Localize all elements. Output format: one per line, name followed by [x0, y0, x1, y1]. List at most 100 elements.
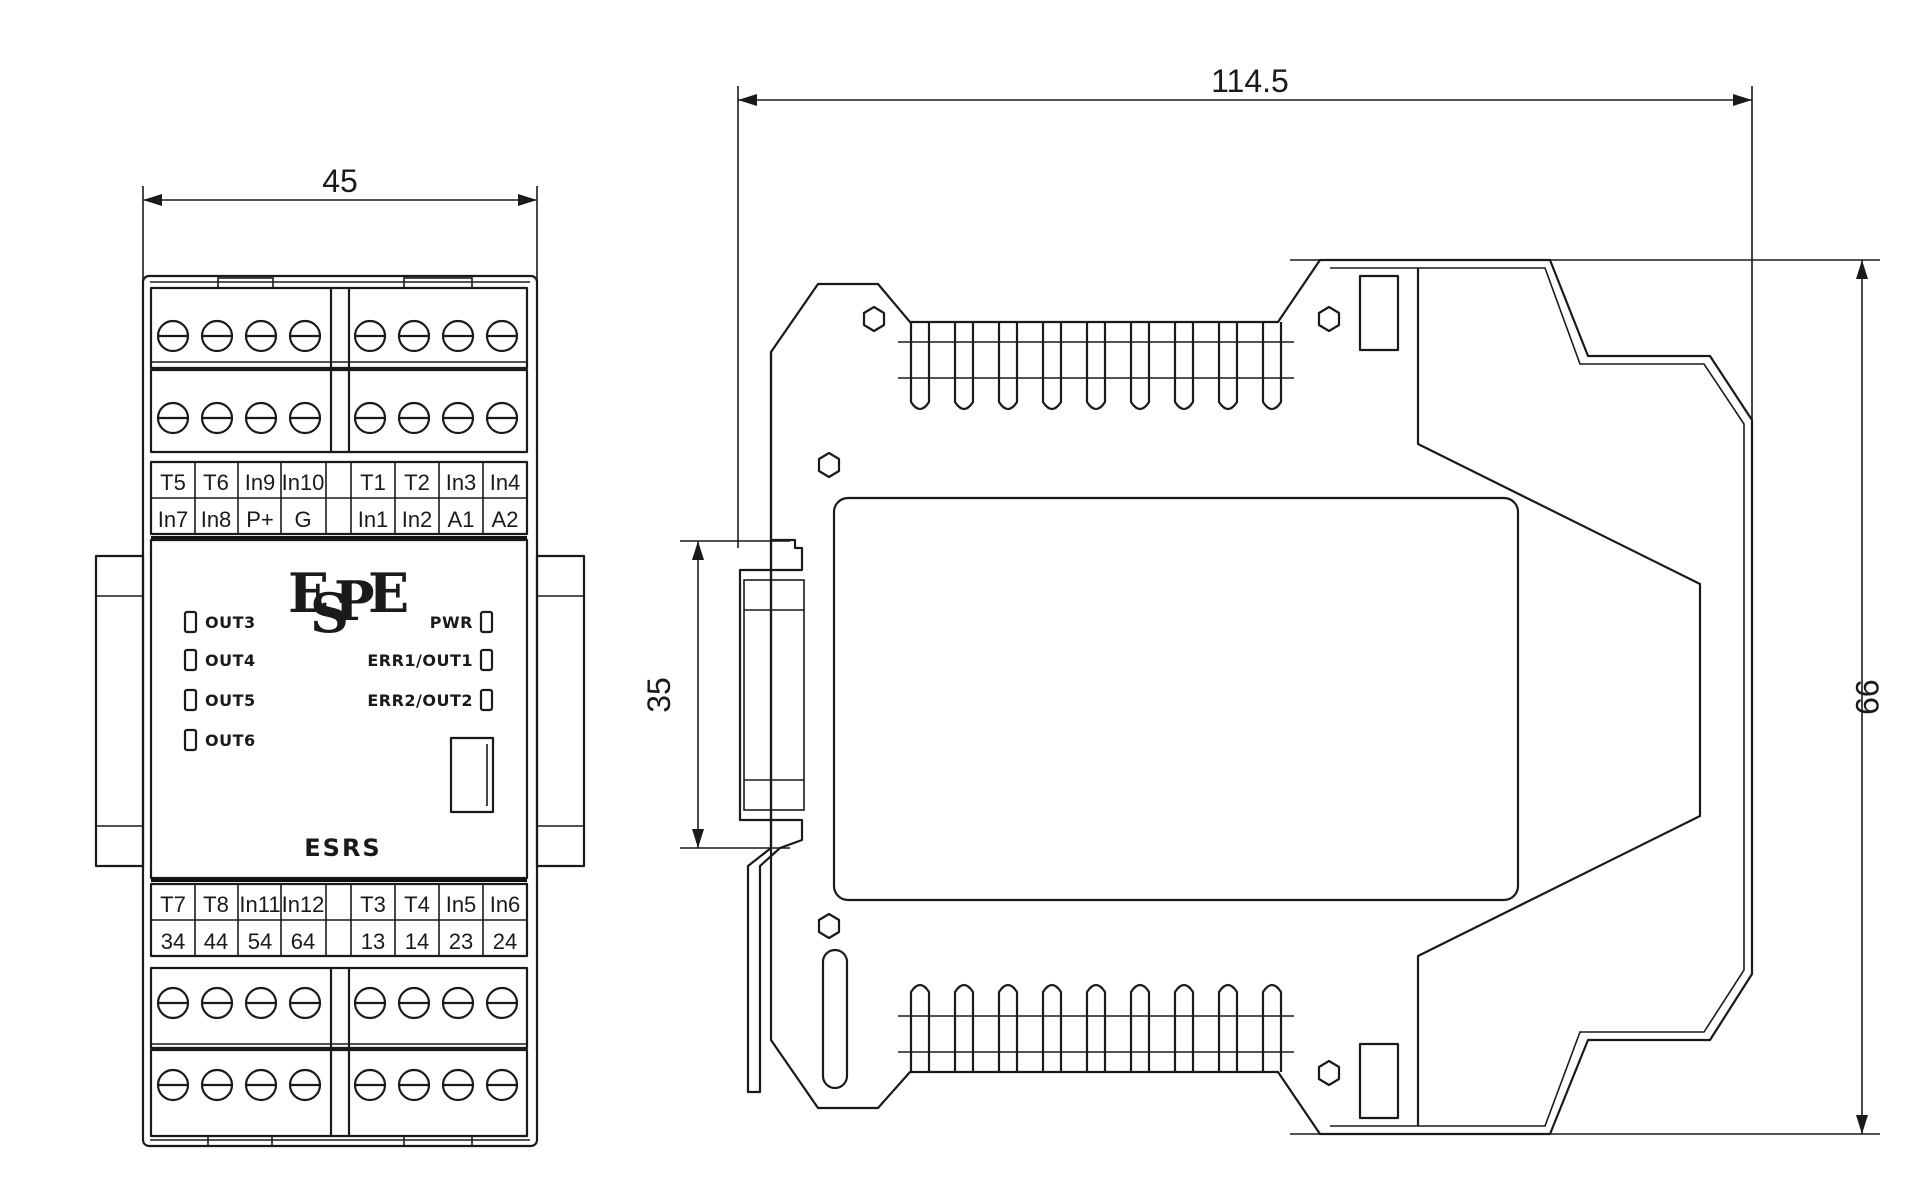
- bottom-row-2-terminal-label: 34: [161, 929, 185, 954]
- screw-hole-icon: [862, 305, 886, 333]
- top-row-1-terminal-label: In4: [490, 470, 521, 495]
- terminal-fin: [942, 983, 986, 1072]
- terminal-fin: [1118, 322, 1162, 411]
- led-err1-icon: [479, 648, 494, 672]
- terminal-screw-icon[interactable]: [353, 986, 387, 1020]
- terminal-fin: [986, 983, 1030, 1072]
- terminal-screw-icon[interactable]: [156, 401, 190, 435]
- depth-dimension: 114.5: [737, 63, 1753, 548]
- bottom-row-2-terminal-label: 14: [405, 929, 429, 954]
- led-out4-icon: [183, 648, 198, 672]
- top-row-1-terminal-label: T6: [203, 470, 229, 495]
- terminal-screw-icon[interactable]: [200, 1068, 234, 1102]
- bottom-label-strip: [149, 878, 529, 958]
- bottom-row-2-terminal-label: 54: [248, 929, 272, 954]
- bottom-row-2-terminal-label: 64: [291, 929, 315, 954]
- terminal-screw-icon[interactable]: [288, 319, 322, 353]
- terminal-screw-icon[interactable]: [156, 986, 190, 1020]
- led-label-out4: OUT4: [205, 651, 256, 670]
- led-label-out5: OUT5: [205, 691, 256, 710]
- terminal-screw-icon[interactable]: [156, 319, 190, 353]
- terminal-fin: [1206, 983, 1250, 1072]
- bottom-row-1-terminal-label: In12: [282, 892, 325, 917]
- led-err2-icon: [479, 688, 494, 712]
- terminal-screw-icon[interactable]: [441, 986, 475, 1020]
- bottom-row-1-terminal-label: T3: [360, 892, 386, 917]
- screw-hole-icon: [1317, 1059, 1341, 1087]
- bottom-row-1-terminal-label: In6: [490, 892, 521, 917]
- bottom-screw-row-1: [156, 986, 519, 1020]
- terminal-fin: [1074, 983, 1118, 1072]
- terminal-screw-icon[interactable]: [485, 319, 519, 353]
- bottom-row-1-terminal-label: T4: [404, 892, 430, 917]
- logo-glyph-s: S: [310, 581, 349, 645]
- terminal-screw-icon[interactable]: [288, 401, 322, 435]
- terminal-fin: [1162, 322, 1206, 411]
- terminal-screw-icon[interactable]: [156, 1068, 190, 1102]
- bottom-row-1-terminal-label: T8: [203, 892, 229, 917]
- screw-hole-icon: [817, 912, 841, 940]
- top-label-strip: [149, 460, 529, 540]
- terminal-screw-icon[interactable]: [244, 986, 278, 1020]
- terminal-screw-icon[interactable]: [397, 986, 431, 1020]
- terminal-screw-icon[interactable]: [485, 401, 519, 435]
- side-housing-outline: [769, 258, 1754, 1136]
- terminal-screw-icon[interactable]: [441, 401, 475, 435]
- model-label: ESRS: [304, 834, 381, 862]
- height-dimension-label: 99: [1849, 679, 1885, 715]
- top-screw-row-1: [156, 319, 519, 353]
- terminal-fin: [1206, 322, 1250, 411]
- bottom-terminal-blocks: [149, 966, 529, 1147]
- left-din-clip: [94, 554, 145, 868]
- terminal-screw-icon[interactable]: [397, 319, 431, 353]
- top-row-2-terminal-label: P+: [246, 507, 274, 532]
- din-rail-clip: [738, 350, 804, 1094]
- led-label-out6: OUT6: [205, 731, 256, 750]
- terminal-fin: [1030, 983, 1074, 1072]
- terminal-screw-icon[interactable]: [200, 319, 234, 353]
- led-label-err1-out1: ERR1/OUT1: [367, 651, 473, 670]
- bottom-row-2-terminal-label: 23: [449, 929, 473, 954]
- terminal-screw-icon[interactable]: [244, 401, 278, 435]
- terminal-screw-icon[interactable]: [485, 1068, 519, 1102]
- top-screw-row-2: [156, 401, 519, 435]
- terminal-screw-icon[interactable]: [288, 1068, 322, 1102]
- top-row-1-terminal-label: In3: [446, 470, 477, 495]
- terminal-screw-icon[interactable]: [397, 1068, 431, 1102]
- bottom-row-1-terminal-label: T7: [160, 892, 186, 917]
- terminal-screw-icon[interactable]: [485, 986, 519, 1020]
- terminal-screw-icon[interactable]: [200, 401, 234, 435]
- led-out3-icon: [183, 610, 198, 634]
- right-din-clip: [535, 554, 586, 868]
- terminal-screw-icon[interactable]: [244, 319, 278, 353]
- front-window: [449, 736, 495, 814]
- terminal-screw-icon[interactable]: [244, 1068, 278, 1102]
- terminal-screw-icon[interactable]: [397, 401, 431, 435]
- top-terminal-blocks: [149, 277, 529, 454]
- top-row-2-terminal-label: A1: [448, 507, 475, 532]
- terminal-fin: [898, 983, 942, 1072]
- height-dimension: 99: [1290, 259, 1885, 1135]
- terminal-screw-icon[interactable]: [353, 319, 387, 353]
- terminal-screw-icon[interactable]: [353, 1068, 387, 1102]
- terminal-screw-icon[interactable]: [288, 986, 322, 1020]
- terminal-screw-icon[interactable]: [200, 986, 234, 1020]
- top-row-1-terminal-label: T1: [360, 470, 386, 495]
- side-label-area: [832, 496, 1520, 902]
- bottom-screw-row-2: [156, 1068, 519, 1102]
- terminal-screw-icon[interactable]: [441, 319, 475, 353]
- terminal-fins-bottom: [898, 983, 1294, 1072]
- logo-glyph-e1: E: [288, 561, 329, 625]
- terminal-screw-icon[interactable]: [353, 401, 387, 435]
- terminal-fin: [1118, 983, 1162, 1072]
- screw-hole-icon: [817, 451, 841, 479]
- top-row-1-terminal-label: In9: [245, 470, 276, 495]
- led-label-err2-out2: ERR2/OUT2: [367, 691, 473, 710]
- bottom-row-2-terminal-label: 24: [493, 929, 517, 954]
- terminal-screw-icon[interactable]: [441, 1068, 475, 1102]
- bottom-row-2-terminal-label: 13: [361, 929, 385, 954]
- rail-dimension-label: 35: [641, 677, 677, 713]
- espe-logo: E E P S: [288, 561, 409, 645]
